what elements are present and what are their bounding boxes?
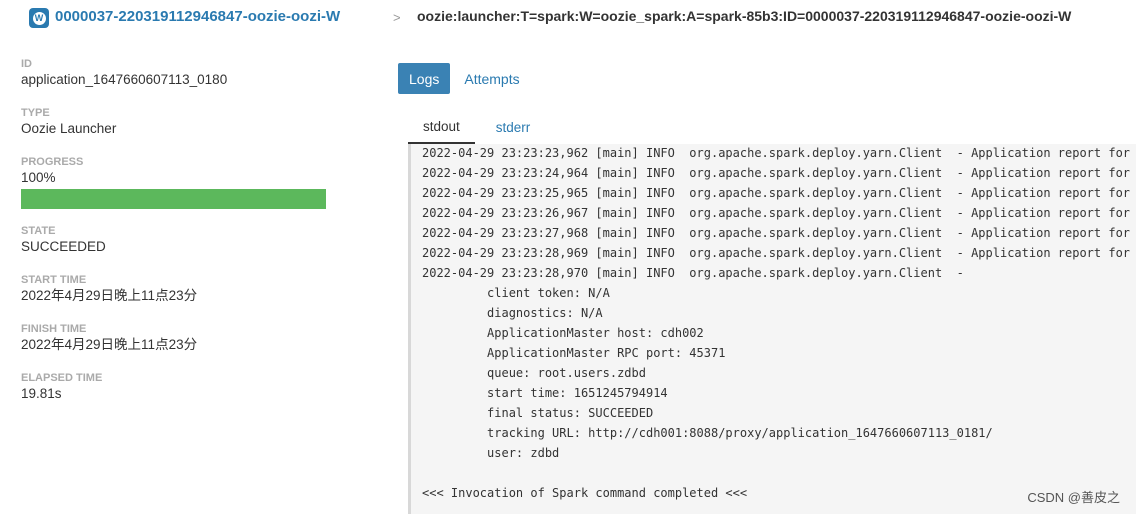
property-id: ID application_1647660607113_0180 bbox=[21, 58, 341, 107]
property-label: START TIME bbox=[21, 274, 87, 286]
tab-stdout[interactable]: stdout bbox=[408, 110, 475, 144]
log-line: diagnostics: N/A bbox=[422, 306, 603, 320]
log-line: 2022-04-29 23:23:24,964 [main] INFO org.… bbox=[422, 166, 1131, 180]
property-value: application_1647660607113_0180 bbox=[21, 72, 228, 87]
log-line: start time: 1651245794914 bbox=[422, 386, 668, 400]
property-label: FINISH TIME bbox=[21, 323, 87, 335]
tab-attempts[interactable]: Attempts bbox=[464, 70, 520, 87]
progress-bar-fill bbox=[21, 189, 326, 209]
main-tabs: Logs Attempts bbox=[398, 63, 531, 94]
page-title: oozie:launcher:T=spark:W=oozie_spark:A=s… bbox=[417, 8, 1072, 24]
log-line: 2022-04-29 23:23:26,967 [main] INFO org.… bbox=[422, 206, 1131, 220]
workflow-icon-letter: W bbox=[32, 11, 46, 25]
log-line: client token: N/A bbox=[422, 286, 610, 300]
tab-stderr[interactable]: stderr bbox=[495, 119, 531, 135]
property-elapsed-time: ELAPSED TIME 19.81s bbox=[21, 372, 341, 421]
property-progress: PROGRESS 100% bbox=[21, 156, 341, 225]
property-label: STATE bbox=[21, 225, 56, 237]
log-line: ApplicationMaster RPC port: 45371 bbox=[422, 346, 726, 360]
property-value: 100% bbox=[21, 170, 56, 185]
watermark: CSDN @善皮之 bbox=[1027, 490, 1120, 505]
property-value: 19.81s bbox=[21, 386, 62, 401]
tab-logs[interactable]: Logs bbox=[398, 63, 451, 94]
property-label: TYPE bbox=[21, 107, 50, 119]
property-label: PROGRESS bbox=[21, 156, 84, 168]
log-line: 2022-04-29 23:23:23,962 [main] INFO org.… bbox=[422, 146, 1131, 160]
log-line: ApplicationMaster host: cdh002 bbox=[422, 326, 704, 340]
log-output[interactable]: 2022-04-29 23:23:23,962 [main] INFO org.… bbox=[408, 144, 1136, 514]
workflow-icon: W bbox=[29, 8, 49, 28]
property-label: ID bbox=[21, 58, 32, 70]
property-value: SUCCEEDED bbox=[21, 239, 106, 254]
properties-panel: ID application_1647660607113_0180 TYPE O… bbox=[21, 58, 341, 421]
property-finish-time: FINISH TIME 2022年4月29日晚上11点23分 bbox=[21, 323, 341, 372]
log-line: tracking URL: http://cdh001:8088/proxy/a… bbox=[422, 426, 993, 440]
log-line: 2022-04-29 23:23:28,969 [main] INFO org.… bbox=[422, 246, 1131, 260]
property-value: 2022年4月29日晚上11点23分 bbox=[21, 288, 198, 303]
log-line: queue: root.users.zdbd bbox=[422, 366, 646, 380]
property-label: ELAPSED TIME bbox=[21, 372, 103, 384]
progress-bar bbox=[21, 189, 326, 209]
property-state: STATE SUCCEEDED bbox=[21, 225, 341, 274]
property-value: Oozie Launcher bbox=[21, 121, 117, 136]
log-line: 2022-04-29 23:23:25,965 [main] INFO org.… bbox=[422, 186, 1131, 200]
property-value: 2022年4月29日晚上11点23分 bbox=[21, 337, 198, 352]
log-line: final status: SUCCEEDED bbox=[422, 406, 654, 420]
workflow-job-link[interactable]: 0000037-220319112946847-oozie-oozi-W bbox=[55, 8, 341, 25]
log-tabs: stdout stderr bbox=[408, 110, 545, 144]
log-line: 2022-04-29 23:23:27,968 [main] INFO org.… bbox=[422, 226, 1131, 240]
log-line: user: zdbd bbox=[422, 446, 560, 460]
property-start-time: START TIME 2022年4月29日晚上11点23分 bbox=[21, 274, 341, 323]
property-type: TYPE Oozie Launcher bbox=[21, 107, 341, 156]
breadcrumb-separator: > bbox=[393, 10, 401, 25]
log-line: 2022-04-29 23:23:28,970 [main] INFO org.… bbox=[422, 266, 964, 280]
breadcrumb: W 0000037-220319112946847-oozie-oozi-W >… bbox=[0, 0, 1136, 34]
log-line: <<< Invocation of Spark command complete… bbox=[422, 486, 748, 500]
